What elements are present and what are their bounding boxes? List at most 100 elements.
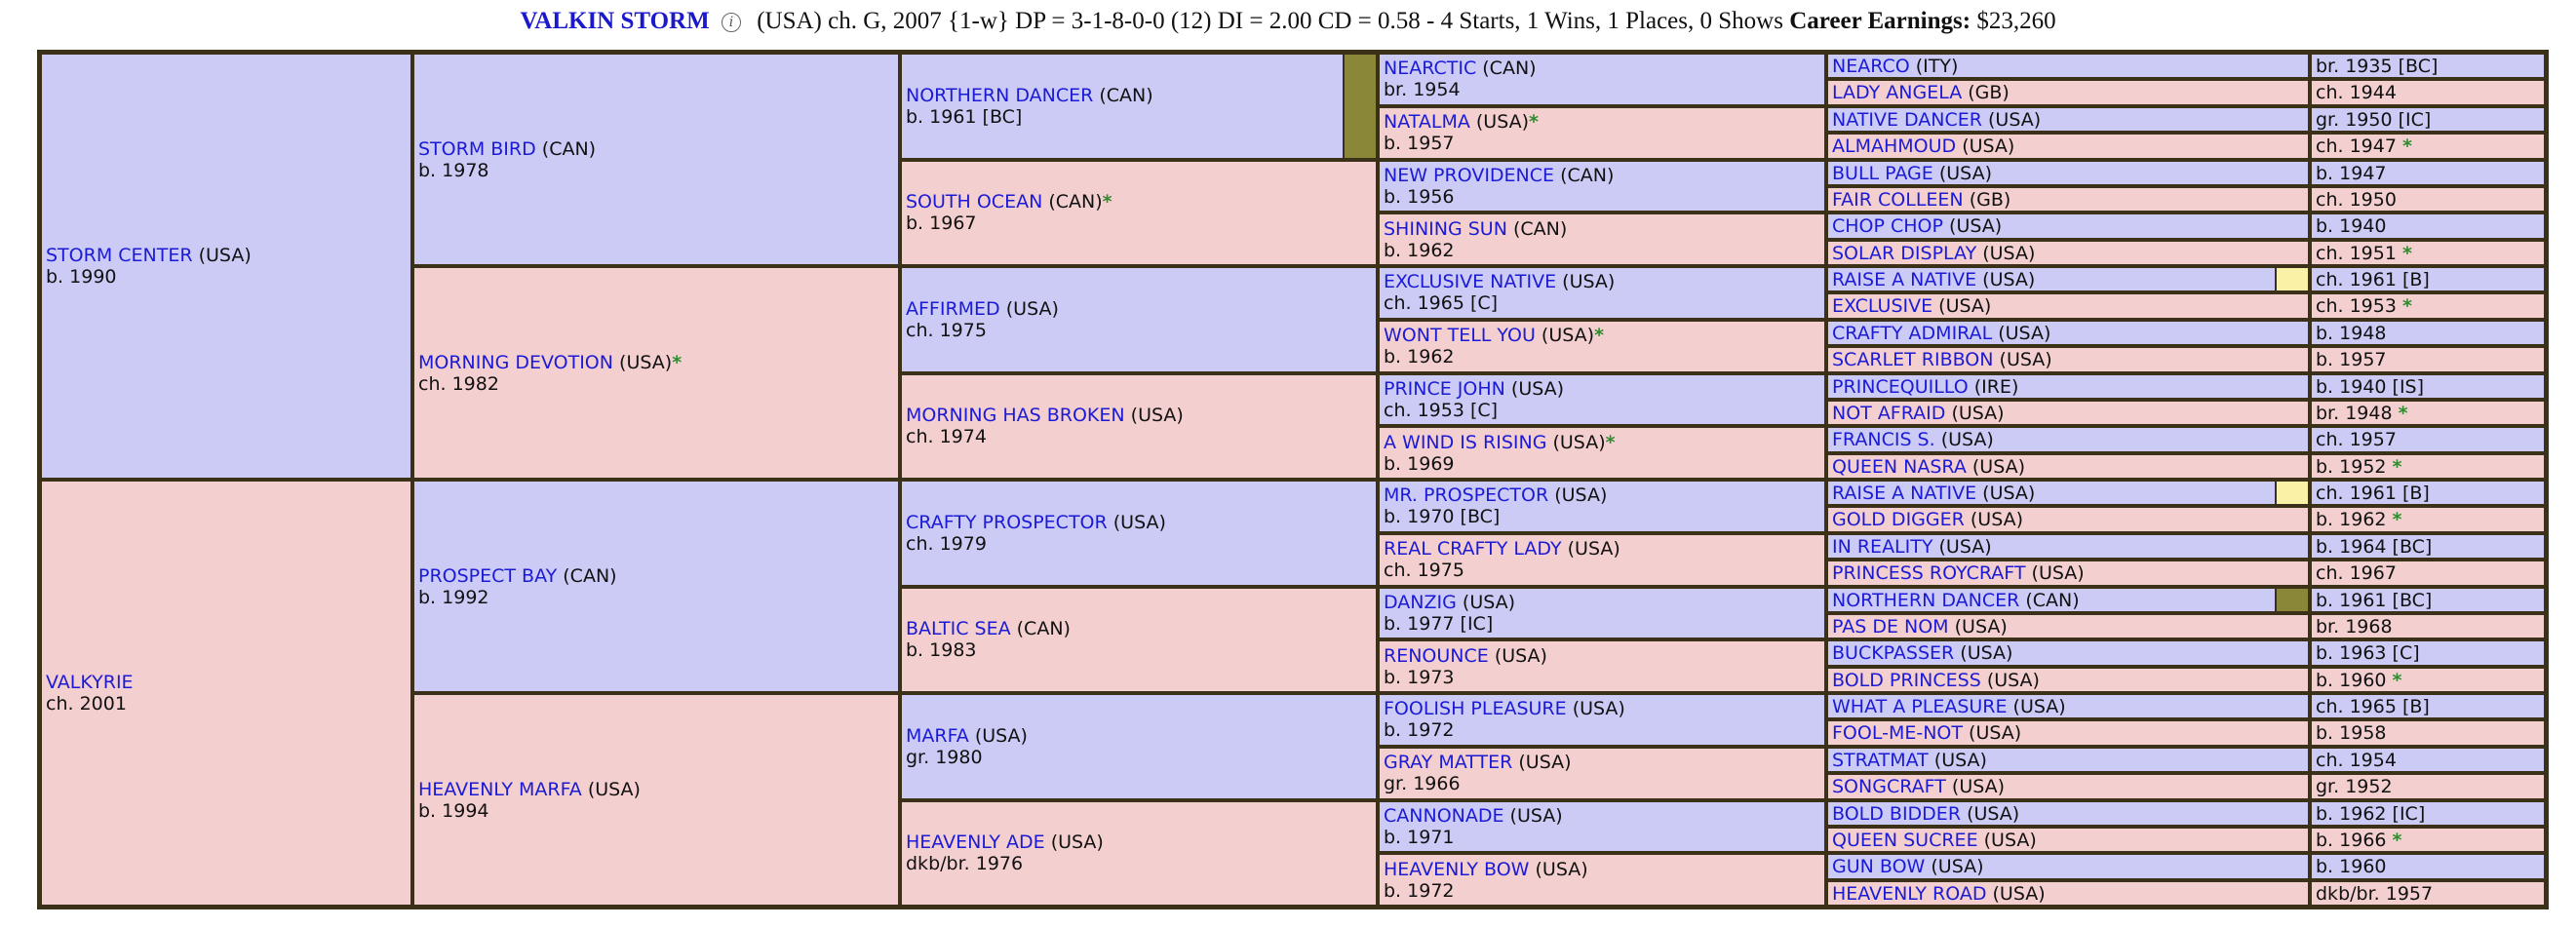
ancestor-name-link[interactable]: STRATMAT — [1832, 749, 1929, 771]
ancestor-name-link[interactable]: NATIVE DANCER — [1832, 108, 1982, 131]
ancestor-name-link[interactable]: FOOL-ME-NOT — [1832, 722, 1963, 745]
ancestor-cell-gen4: NEW PROVIDENCE (CAN)b. 1956 — [1378, 159, 1826, 213]
ancestor-name-link[interactable]: HEAVENLY ADE — [906, 831, 1045, 854]
ancestor-name-link[interactable]: GRAY MATTER — [1384, 752, 1513, 774]
ancestor-name-link[interactable]: BOLD PRINCESS — [1832, 669, 1981, 691]
ancestor-info-gen5: b. 1962 [IC] — [2310, 799, 2546, 827]
ancestor-name-link[interactable]: CRAFTY ADMIRAL — [1832, 322, 1993, 344]
ancestor-name-link[interactable]: REAL CRAFTY LADY — [1384, 538, 1562, 561]
ancestor-info: ch. 1947 — [2316, 135, 2397, 158]
ancestor-name-link[interactable]: BALTIC SEA — [906, 618, 1011, 640]
info-icon[interactable]: i — [721, 13, 741, 32]
ancestor-name-link[interactable]: STORM CENTER — [46, 245, 193, 266]
ancestor-name-link[interactable]: WONT TELL YOU — [1384, 325, 1536, 347]
ancestor-info: b. 1994 — [418, 799, 489, 822]
ancestor-name-link[interactable]: NEARCTIC — [1384, 58, 1477, 80]
ancestor-name-link[interactable]: FAIR COLLEEN — [1832, 188, 1964, 211]
ancestor-name-link[interactable]: NORTHERN DANCER — [1832, 589, 2020, 611]
ancestor-info-gen5: ch. 1957 — [2310, 426, 2546, 453]
ancestor-country: (USA) — [1050, 831, 1104, 854]
ancestor-country: (IRE) — [1973, 375, 2019, 398]
ancestor-info: ch. 1953 — [2316, 295, 2397, 318]
ancestor-name-link[interactable]: SCARLET RIBBON — [1832, 349, 1994, 371]
ancestor-name-link[interactable]: PAS DE NOM — [1832, 615, 1949, 638]
ancestor-info: b. 1952 — [2316, 455, 2387, 478]
ancestor-name-line: PROSPECT BAY (CAN) — [418, 565, 894, 587]
ancestor-name-link[interactable]: PRINCEQUILLO — [1832, 375, 1969, 398]
ancestor-name-link[interactable]: LADY ANGELA — [1832, 82, 1963, 104]
ancestor-country: (GB) — [1968, 82, 2010, 104]
inbreeding-star: * — [672, 351, 683, 373]
ancestor-cell-gen3: NORTHERN DANCER (CAN)b. 1961 [BC] — [900, 53, 1378, 160]
ancestor-name-link[interactable]: SHINING SUN — [1384, 217, 1507, 240]
ancestor-name-link[interactable]: GOLD DIGGER — [1832, 509, 1965, 531]
ancestor-info: b. 1966 — [2316, 829, 2387, 851]
ancestor-name-link[interactable]: BULL PAGE — [1832, 162, 1933, 184]
ancestor-country: (USA) — [1982, 483, 2036, 504]
ancestor-name-link[interactable]: A WIND IS RISING — [1384, 431, 1547, 453]
ancestor-name-link[interactable]: MORNING HAS BROKEN — [906, 405, 1125, 427]
ancestor-name-line: A WIND IS RISING (USA)* — [1384, 432, 1820, 453]
ancestor-name-link[interactable]: HEAVENLY BOW — [1384, 858, 1530, 880]
ancestor-country: (CAN) — [2025, 589, 2080, 611]
ancestor-name-link[interactable]: IN REALITY — [1832, 535, 1933, 558]
ancestor-name-link[interactable]: NEW PROVIDENCE — [1384, 164, 1555, 186]
ancestor-name-link[interactable]: CANNONADE — [1384, 804, 1504, 827]
ancestor-name-link[interactable]: NORTHERN DANCER — [906, 84, 1094, 106]
ancestor-name-link[interactable]: MORNING DEVOTION — [418, 351, 613, 373]
ancestor-name-link[interactable]: QUEEN NASRA — [1832, 455, 1967, 478]
ancestor-country: (USA) — [1572, 698, 1625, 720]
ancestor-name-link[interactable]: FOOLISH PLEASURE — [1384, 698, 1567, 720]
ancestor-name-link[interactable]: HEAVENLY MARFA — [418, 778, 582, 800]
ancestor-info: b. 1947 — [2316, 162, 2387, 184]
ancestor-name-link[interactable]: EXCLUSIVE NATIVE — [1384, 271, 1557, 293]
inbreeding-star: * — [2392, 509, 2402, 531]
ancestor-info: b. 1961 [BC] — [2316, 589, 2433, 611]
ancestor-name-link[interactable]: QUEEN SUCREE — [1832, 829, 1978, 851]
ancestor-info: gr. 1980 — [906, 746, 983, 768]
ancestor-name-link[interactable]: AFFIRMED — [906, 297, 1000, 320]
ancestor-info: ch. 1944 — [2316, 82, 2397, 104]
ancestor-info: ch. 1982 — [418, 372, 499, 395]
ancestor-name-link[interactable]: CRAFTY PROSPECTOR — [906, 511, 1108, 533]
horse-name-link[interactable]: VALKIN STORM — [520, 8, 710, 34]
ancestor-name-link[interactable]: RAISE A NATIVE — [1832, 483, 1977, 504]
ancestor-name-line: MORNING DEVOTION (USA)* — [418, 352, 894, 373]
ancestor-cell-gen5: PAS DE NOM (USA) — [1826, 612, 2310, 640]
ancestor-name-link[interactable]: SOUTH OCEAN — [906, 191, 1043, 213]
ancestor-name-link[interactable]: PRINCE JOHN — [1384, 377, 1505, 400]
ancestor-name-link[interactable]: CHOP CHOP — [1832, 215, 1943, 238]
ancestor-country: (CAN) — [1482, 58, 1537, 80]
ancestor-name-link[interactable]: ALMAHMOUD — [1832, 135, 1957, 158]
ancestor-name-link[interactable]: HEAVENLY ROAD — [1832, 882, 1987, 905]
ancestor-info-gen5: ch. 1953 * — [2310, 292, 2546, 320]
ancestor-info: b. 1940 [IS] — [2316, 375, 2425, 398]
ancestor-name-link[interactable]: NOT AFRAID — [1832, 402, 1946, 424]
ancestor-name-link[interactable]: RAISE A NATIVE — [1832, 269, 1977, 290]
ancestor-name-link[interactable]: STORM BIRD — [418, 137, 536, 160]
ancestor-name-link[interactable]: RENOUNCE — [1384, 644, 1489, 667]
ancestor-name-link[interactable]: BOLD BIDDER — [1832, 802, 1962, 825]
ancestor-info: gr. 1950 [IC] — [2316, 108, 2432, 131]
ancestor-name-link[interactable]: BUCKPASSER — [1832, 642, 1955, 665]
ancestor-name-link[interactable]: NEARCO — [1832, 56, 1910, 77]
ancestor-country: (USA) — [1960, 642, 2013, 665]
ancestor-info: b. 1963 [C] — [2316, 642, 2420, 665]
ancestor-name-link[interactable]: GUN BOW — [1832, 856, 1926, 878]
ancestor-name-link[interactable]: WHAT A PLEASURE — [1832, 696, 2008, 717]
ancestor-name-link[interactable]: DANZIG — [1384, 591, 1457, 613]
ancestor-name-link[interactable]: MARFA — [906, 724, 969, 747]
inbreeding-star: * — [1529, 111, 1539, 134]
ancestor-info-gen5: ch. 1951 * — [2310, 239, 2546, 266]
ancestor-info: b. 1978 — [418, 159, 489, 181]
ancestor-name-link[interactable]: PRINCESS ROYCRAFT — [1832, 562, 2026, 585]
ancestor-name-link[interactable]: FRANCIS S. — [1832, 429, 1935, 451]
ancestor-name-link[interactable]: PROSPECT BAY — [418, 564, 558, 587]
ancestor-cell-gen5: IN REALITY (USA) — [1826, 532, 2310, 561]
ancestor-name-link[interactable]: EXCLUSIVE — [1832, 295, 1933, 318]
ancestor-name-link[interactable]: VALKYRIE — [46, 672, 134, 693]
ancestor-name-link[interactable]: SONGCRAFT — [1832, 776, 1946, 798]
ancestor-name-link[interactable]: NATALMA — [1384, 111, 1470, 134]
ancestor-name-link[interactable]: SOLAR DISPLAY — [1832, 242, 1977, 264]
ancestor-name-link[interactable]: MR. PROSPECTOR — [1384, 484, 1549, 507]
